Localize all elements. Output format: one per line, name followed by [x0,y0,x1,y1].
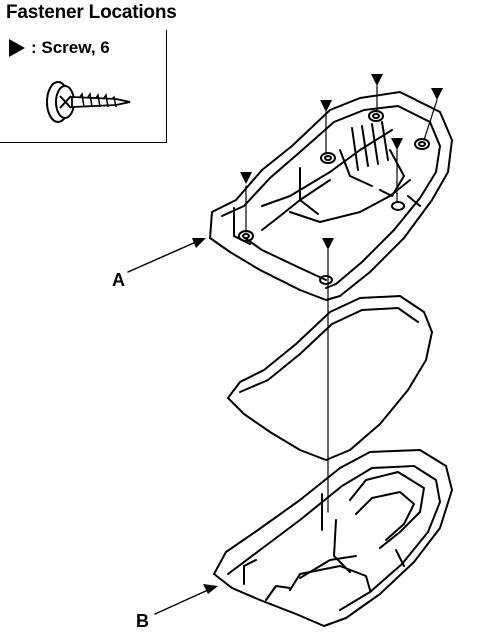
callout-a-leader [127,241,197,273]
page-title: Fastener Locations [6,2,177,23]
screw-icon [46,81,131,123]
legend-row: : Screw, 6 [7,38,110,58]
screw-marker-1 [240,172,252,184]
callout-b: B [136,611,149,631]
legend-label: : Screw, 6 [31,38,110,57]
part-b-shell [213,449,453,627]
screw-marker-5 [391,138,403,150]
screw-marker-6 [322,238,334,250]
triangle-marker-icon [9,39,25,57]
screw-locator-lines [245,85,438,513]
middle-panel [227,295,433,461]
screw-marker-4 [431,88,443,100]
callout-a: A [112,270,125,290]
screw-marker-3 [371,74,383,86]
callout-a-arrowhead [192,238,206,248]
callout-b-arrowhead [203,584,218,594]
screw-marker-2 [320,100,332,112]
part-a-cover [209,91,453,301]
callout-b-leader [154,589,209,615]
legend-box: : Screw, 6 [0,30,167,143]
screw-markers [192,74,443,594]
